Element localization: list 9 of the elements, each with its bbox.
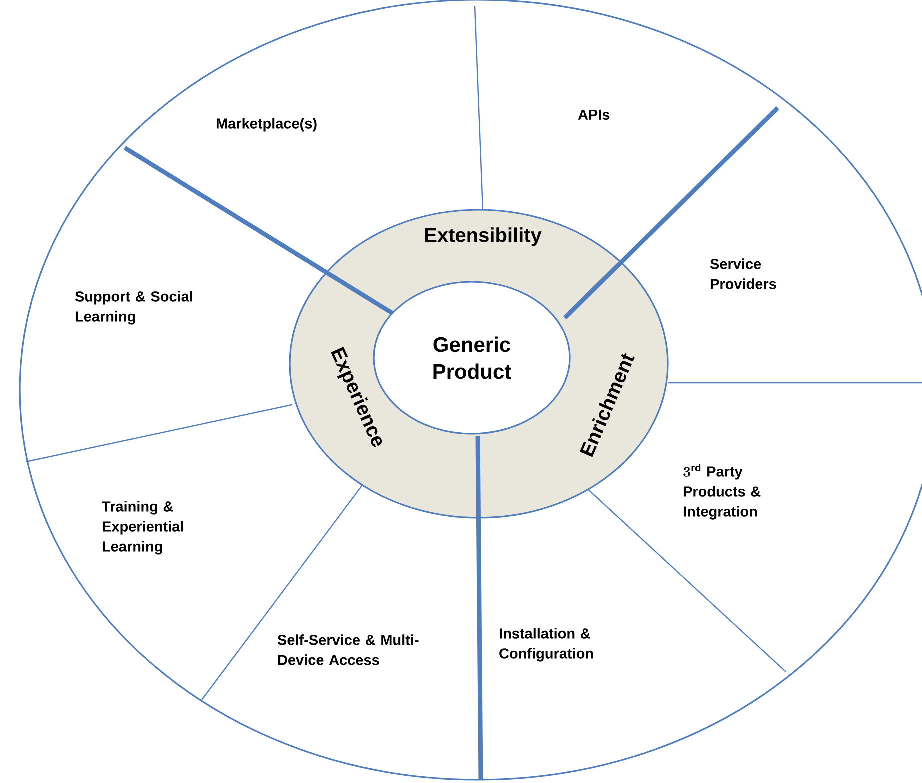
ring-label: Extensibility xyxy=(425,228,542,246)
segment-label: APIs xyxy=(578,110,610,120)
segment-label: Marketplace(s) xyxy=(216,118,317,132)
segment-label: Installation & Configuration xyxy=(500,628,594,662)
segment-label: Self-Service & Multi-Device Access xyxy=(278,634,419,666)
segment-label: $3^{\mathrm{rd}}$ Party Products & Integration xyxy=(684,464,761,520)
segment-label: Support & Social Learning xyxy=(75,291,192,325)
segment-label: Service Providers xyxy=(710,258,776,290)
segment-label: Training & Experiential Learning xyxy=(102,501,184,555)
